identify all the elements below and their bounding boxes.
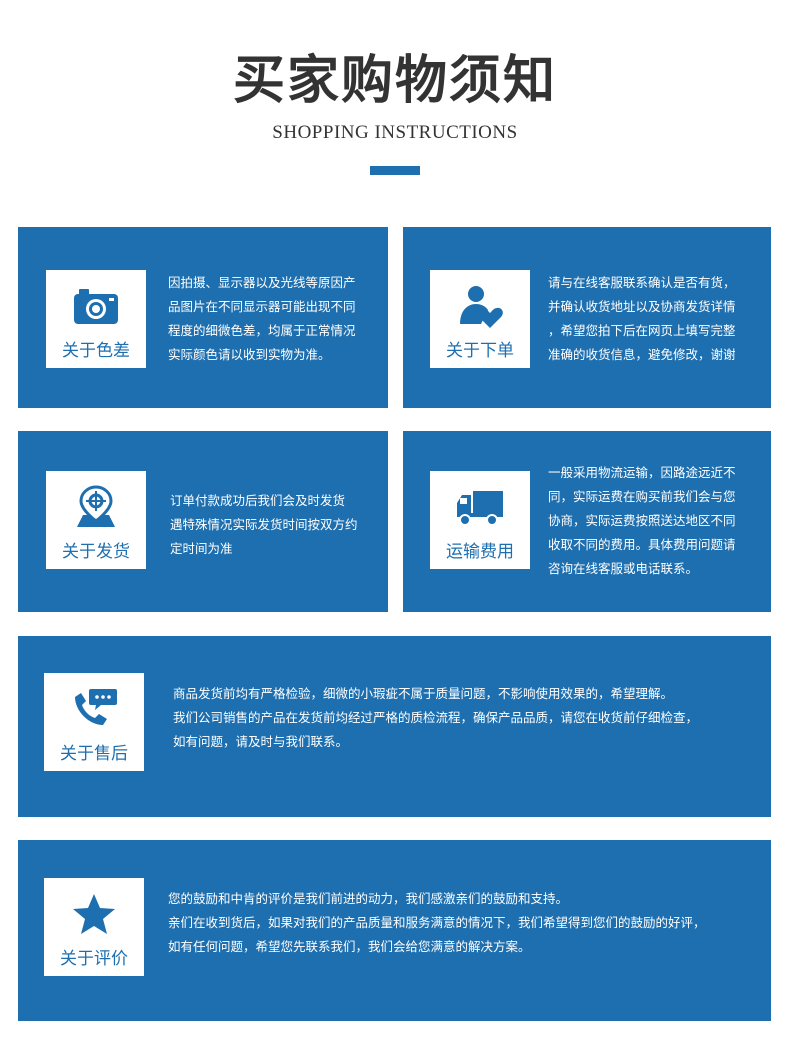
card-icon-box: 关于发货 <box>46 471 146 569</box>
title-divider <box>370 166 420 175</box>
card-text-line: 实际颜色请以收到实物为准。 <box>168 347 331 362</box>
card-text-line: 定时间为准 <box>170 541 233 556</box>
location-pin-icon <box>77 485 115 527</box>
card-label: 运输费用 <box>446 542 514 562</box>
card-reviews: 关于评价 您的鼓励和中肯的评价是我们前进的动力，我们感激亲们的鼓励和支持。 亲们… <box>18 840 771 1021</box>
card-text-line: 程度的细微色差，均属于正常情况 <box>168 323 356 338</box>
card-text-line: 准确的收货信息，避免修改，谢谢 <box>548 347 736 362</box>
card-text-line: 订单付款成功后我们会及时发货 <box>170 493 346 508</box>
card-text-line: 您的鼓励和中肯的评价是我们前进的动力，我们感激亲们的鼓励和支持。 <box>168 891 569 906</box>
card-text-line: 一般采用物流运输，因路途远近不 <box>548 465 736 480</box>
card-text: 您的鼓励和中肯的评价是我们前进的动力，我们感激亲们的鼓励和支持。 亲们在收到货后… <box>168 887 706 959</box>
card-label: 关于色差 <box>62 341 130 361</box>
card-text-line: 亲们在收到货后，如果对我们的产品质量和服务满意的情况下，我们希望得到您们的鼓励的… <box>168 915 706 930</box>
page-subtitle: SHOPPING INSTRUCTIONS <box>272 122 518 143</box>
card-text-line: 商品发货前均有严格检验，细微的小瑕疵不属于质量问题，不影响使用效果的，希望理解。 <box>173 686 674 701</box>
card-label: 关于评价 <box>60 949 128 969</box>
card-text: 一般采用物流运输，因路途远近不 同，实际运费在购买前我们会与您 协商，实际运费按… <box>548 461 736 581</box>
card-text-line: 协商，实际运费按照送达地区不同 <box>548 513 736 528</box>
card-icon-box: 关于色差 <box>46 270 146 368</box>
card-text-line: 收取不同的费用。具体费用问题请 <box>548 537 736 552</box>
card-text-line: 并确认收货地址以及协商发货详情 <box>548 299 736 314</box>
card-text-line: 品图片在不同显示器可能出现不同 <box>168 299 356 314</box>
card-text-line: 咨询在线客服或电话联系。 <box>548 561 699 576</box>
card-label: 关于售后 <box>60 744 128 764</box>
card-after-sales: 关于售后 商品发货前均有严格检验，细微的小瑕疵不属于质量问题，不影响使用效果的，… <box>18 636 771 817</box>
card-color-difference: 关于色差 因拍摄、显示器以及光线等原因产 品图片在不同显示器可能出现不同 程度的… <box>18 227 388 408</box>
page-title: 买家购物须知 <box>232 50 557 111</box>
card-icon-box: 运输费用 <box>430 471 530 569</box>
card-text-line: 遇特殊情况实际发货时间按双方约 <box>170 517 358 532</box>
card-shipping-cost: 运输费用 一般采用物流运输，因路途远近不 同，实际运费在购买前我们会与您 协商，… <box>403 431 771 612</box>
card-label: 关于发货 <box>62 542 130 562</box>
card-label: 关于下单 <box>446 341 514 361</box>
card-icon-box: 关于售后 <box>44 673 144 771</box>
card-text-line: ，希望您拍下后在网页上填写完整 <box>548 323 736 338</box>
card-text-line: 我们公司销售的产品在发货前均经过严格的质检流程，确保产品品质，请您在收货前仔细检… <box>173 710 699 725</box>
card-text-line: 如有任何问题，希望您先联系我们，我们会给您满意的解决方案。 <box>168 939 531 954</box>
card-ordering: 关于下单 请与在线客服联系确认是否有货， 并确认收货地址以及协商发货详情 ，希望… <box>403 227 771 408</box>
card-text: 请与在线客服联系确认是否有货， 并确认收货地址以及协商发货详情 ，希望您拍下后在… <box>548 271 736 367</box>
card-text-line: 请与在线客服联系确认是否有货， <box>548 275 736 290</box>
phone-chat-icon <box>75 689 117 725</box>
person-heart-icon <box>460 286 503 328</box>
card-icon-box: 关于下单 <box>430 270 530 368</box>
card-text-line: 如有问题，请及时与我们联系。 <box>173 734 349 749</box>
card-text: 商品发货前均有严格检验，细微的小瑕疵不属于质量问题，不影响使用效果的，希望理解。… <box>173 682 698 754</box>
card-text-line: 同，实际运费在购买前我们会与您 <box>548 489 736 504</box>
card-text: 因拍摄、显示器以及光线等原因产 品图片在不同显示器可能出现不同 程度的细微色差，… <box>168 271 356 367</box>
card-text: 订单付款成功后我们会及时发货 遇特殊情况实际发货时间按双方约 定时间为准 <box>170 489 358 561</box>
camera-icon <box>74 289 118 324</box>
card-text-line: 因拍摄、显示器以及光线等原因产 <box>168 275 356 290</box>
star-icon <box>73 894 115 934</box>
card-shipping: 关于发货 订单付款成功后我们会及时发货 遇特殊情况实际发货时间按双方约 定时间为… <box>18 431 388 612</box>
truck-icon <box>457 491 503 526</box>
card-icon-box: 关于评价 <box>44 878 144 976</box>
